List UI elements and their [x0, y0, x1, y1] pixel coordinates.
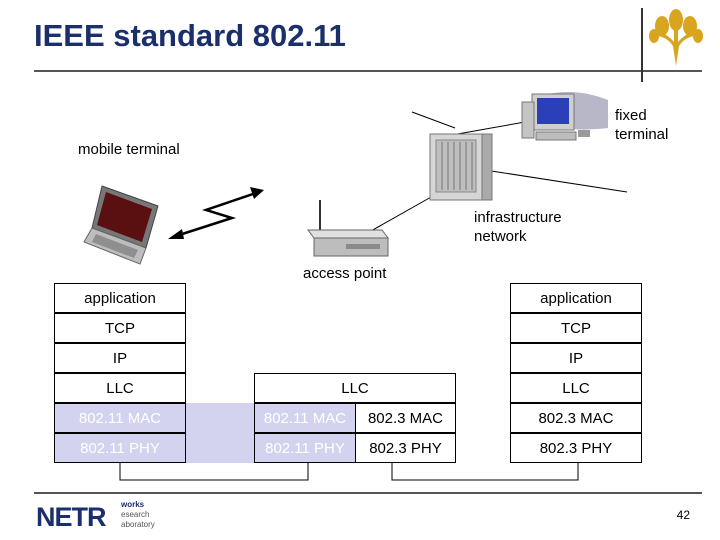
fixed-terminal-label: fixed terminal	[615, 106, 668, 144]
university-tree-logo	[649, 9, 703, 66]
wireless-medium-band	[186, 403, 254, 463]
ap-llc-layer: LLC	[254, 373, 456, 403]
netr-logo-line3: aboratory	[121, 520, 155, 529]
mobile-application-layer: application	[54, 283, 186, 313]
bracket-right	[391, 463, 579, 481]
mobile-phy-layer: 802.11 PHY	[54, 433, 186, 463]
line-left-to-server	[411, 111, 456, 129]
footer-divider	[34, 492, 702, 494]
ap-wired-phy-layer: 802.3 PHY	[355, 433, 456, 463]
slide-number: 42	[676, 508, 690, 522]
fixed-tcp-layer: TCP	[510, 313, 642, 343]
header-divider	[641, 8, 643, 82]
access-point-icon	[307, 200, 389, 257]
ap-wireless-phy-layer: 802.11 PHY	[254, 433, 355, 463]
netr-logo: NETR works esearch aboratory	[36, 500, 155, 534]
fixed-terminal-label-line2: terminal	[615, 126, 669, 143]
mobile-terminal-label: mobile terminal	[78, 141, 180, 158]
mobile-laptop-icon	[83, 185, 159, 265]
line-server-to-terminal	[451, 121, 526, 136]
wireless-link-arrow	[168, 187, 264, 239]
access-point-label: access point	[303, 265, 387, 282]
bracket-left	[119, 463, 309, 481]
infrastructure-label-line2: network	[474, 228, 527, 245]
fixed-terminal-icon	[521, 92, 608, 141]
fixed-llc-layer: LLC	[510, 373, 642, 403]
fixed-mac-layer: 802.3 MAC	[510, 403, 642, 433]
server-rack-icon	[429, 133, 493, 201]
title-underline	[34, 70, 702, 72]
mobile-tcp-layer: TCP	[54, 313, 186, 343]
ap-wired-mac-layer: 802.3 MAC	[355, 403, 456, 433]
ap-wireless-mac-layer: 802.11 MAC	[254, 403, 355, 433]
mobile-llc-layer: LLC	[54, 373, 186, 403]
fixed-terminal-label-line1: fixed	[615, 107, 647, 124]
netr-logo-line1: works	[121, 500, 145, 509]
line-server-to-right	[484, 169, 628, 193]
mobile-ip-layer: IP	[54, 343, 186, 373]
mobile-mac-layer: 802.11 MAC	[54, 403, 186, 433]
netr-logo-line2: esearch	[121, 510, 150, 519]
fixed-application-layer: application	[510, 283, 642, 313]
fixed-ip-layer: IP	[510, 343, 642, 373]
fixed-phy-layer: 802.3 PHY	[510, 433, 642, 463]
infrastructure-network-label: infrastructure network	[474, 208, 562, 246]
infrastructure-label-line1: infrastructure	[474, 209, 562, 226]
netr-logo-letters: NETR	[36, 502, 106, 532]
page-title: IEEE standard 802.11	[34, 18, 346, 53]
